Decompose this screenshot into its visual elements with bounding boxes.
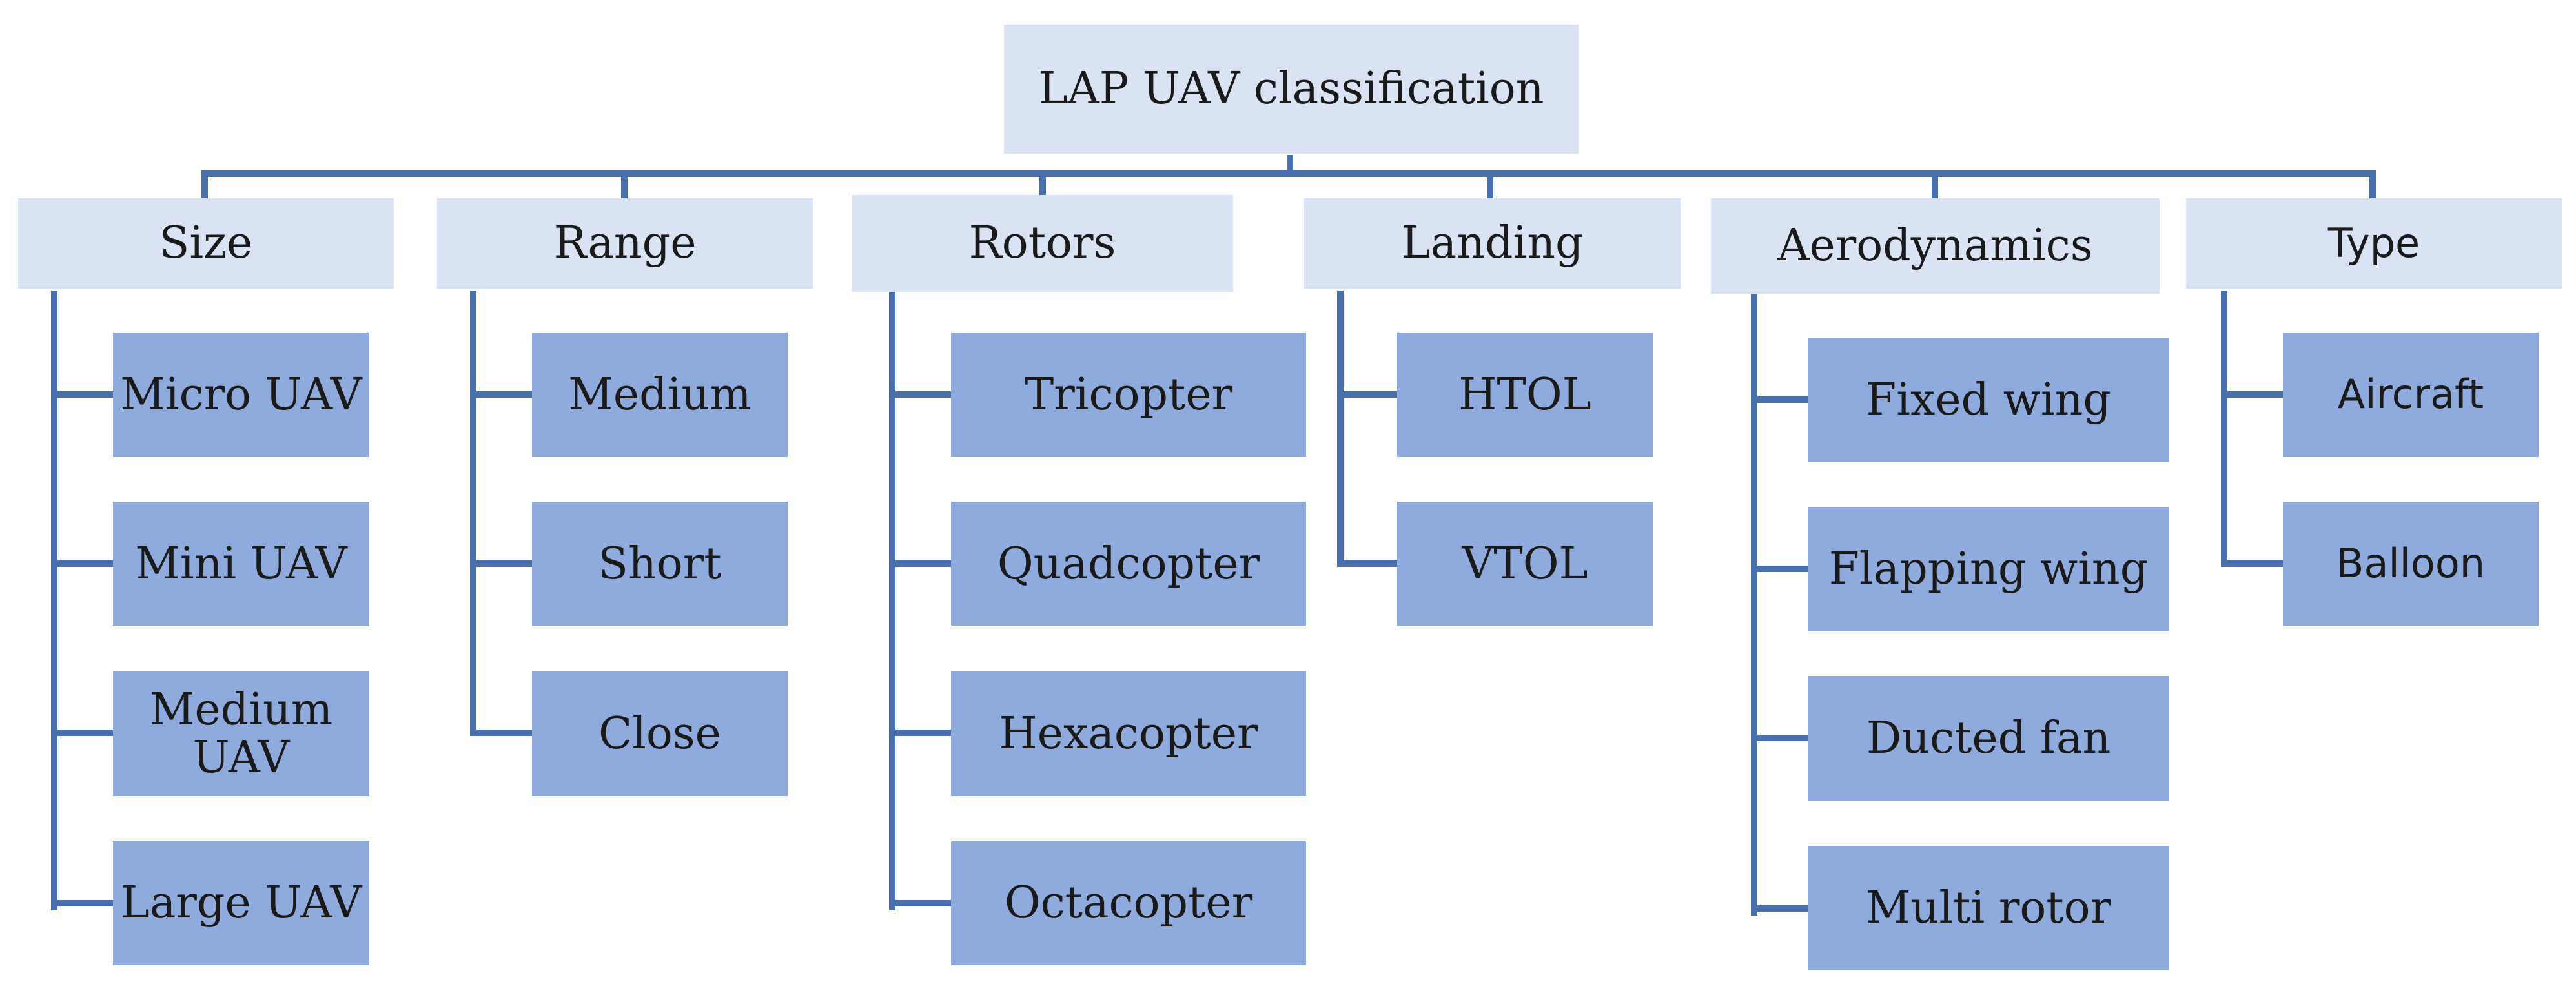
category-landing: Landing bbox=[1304, 198, 1681, 289]
rotors-branch-line bbox=[889, 291, 895, 910]
leaf-aerodynamics-ducted-fan: Ducted fan bbox=[1808, 676, 2169, 801]
aerodynamics-branch-line bbox=[1751, 294, 1757, 916]
leaf-landing-vtol: VTOL bbox=[1397, 502, 1653, 626]
category-label: Rotors bbox=[968, 218, 1116, 269]
type-branch-line bbox=[2221, 291, 2227, 567]
leaf-range-medium: Medium bbox=[532, 333, 788, 457]
leaf-range-short: Short bbox=[532, 502, 788, 626]
root-connector bbox=[1287, 155, 1293, 177]
category-label: Landing bbox=[1401, 218, 1584, 269]
category-label: Aerodynamics bbox=[1777, 220, 2093, 272]
leaf-label: Octacopter bbox=[1004, 877, 1253, 928]
leaf-size-micro-uav: Micro UAV bbox=[113, 333, 369, 457]
leaf-label: HTOL bbox=[1458, 369, 1591, 420]
leaf-type-aircraft: Aircraft bbox=[2283, 333, 2539, 457]
landing-leaf-connector bbox=[1337, 560, 1399, 567]
leaf-size-large-uav: Large UAV bbox=[113, 841, 369, 965]
leaf-label: Mini UAV bbox=[135, 538, 347, 589]
leaf-rotors-octacopter: Octacopter bbox=[951, 841, 1306, 965]
leaf-label: Short bbox=[598, 538, 722, 589]
leaf-label: Tricopter bbox=[1024, 369, 1233, 420]
leaf-type-balloon: Balloon bbox=[2283, 502, 2539, 626]
leaf-label: Balloon bbox=[2336, 540, 2486, 588]
category-drop-line bbox=[2369, 170, 2376, 200]
root-node: LAP UAV classification bbox=[1004, 25, 1579, 154]
leaf-label: Large UAV bbox=[120, 877, 362, 928]
leaf-label: Ducted fan bbox=[1866, 712, 2111, 764]
leaf-label: Flapping wing bbox=[1828, 543, 2149, 595]
leaf-aerodynamics-multi-rotor: Multi rotor bbox=[1808, 846, 2169, 970]
aerodynamics-leaf-connector bbox=[1751, 905, 1813, 912]
rotors-leaf-connector bbox=[889, 730, 951, 736]
category-drop-line bbox=[1932, 170, 1938, 200]
leaf-aerodynamics-flapping-wing: Flapping wing bbox=[1808, 507, 2169, 631]
range-leaf-connector bbox=[470, 560, 532, 567]
size-branch-line bbox=[51, 291, 57, 910]
rotors-leaf-connector bbox=[889, 900, 951, 906]
category-drop-line bbox=[1039, 170, 1046, 200]
leaf-label: Medium UAV bbox=[149, 684, 333, 783]
type-leaf-connector bbox=[2221, 560, 2283, 567]
category-bus-line bbox=[201, 170, 2376, 177]
leaf-label: Fixed wing bbox=[1866, 374, 2111, 425]
category-size: Size bbox=[18, 198, 394, 289]
category-range: Range bbox=[437, 198, 813, 289]
rotors-leaf-connector bbox=[889, 391, 951, 398]
leaf-label: Micro UAV bbox=[120, 369, 362, 420]
leaf-size-mini-uav: Mini UAV bbox=[113, 502, 369, 626]
leaf-rotors-hexacopter: Hexacopter bbox=[951, 671, 1306, 796]
size-leaf-connector bbox=[51, 391, 113, 398]
leaf-label: Close bbox=[598, 708, 721, 759]
rotors-leaf-connector bbox=[889, 560, 951, 567]
leaf-range-close: Close bbox=[532, 671, 788, 796]
leaf-label: VTOL bbox=[1462, 538, 1588, 589]
range-branch-line bbox=[470, 291, 476, 736]
leaf-label: Aircraft bbox=[2337, 371, 2484, 418]
category-drop-line bbox=[201, 170, 208, 200]
leaf-label: Quadcopter bbox=[997, 538, 1260, 589]
size-leaf-connector bbox=[51, 730, 113, 736]
landing-branch-line bbox=[1337, 291, 1344, 567]
category-label: Type bbox=[2327, 219, 2420, 267]
size-leaf-connector bbox=[51, 560, 113, 567]
category-label: Range bbox=[553, 218, 697, 269]
leaf-rotors-tricopter: Tricopter bbox=[951, 333, 1306, 457]
leaf-size-medium-uav: Medium UAV bbox=[113, 671, 369, 796]
leaf-landing-htol: HTOL bbox=[1397, 333, 1653, 457]
leaf-label: Multi rotor bbox=[1865, 882, 2112, 934]
range-leaf-connector bbox=[470, 391, 532, 398]
aerodynamics-leaf-connector bbox=[1751, 396, 1813, 403]
range-leaf-connector bbox=[470, 730, 532, 736]
leaf-label: Hexacopter bbox=[999, 708, 1258, 759]
leaf-aerodynamics-fixed-wing: Fixed wing bbox=[1808, 338, 2169, 462]
size-leaf-connector bbox=[51, 900, 113, 906]
category-aerodynamics: Aerodynamics bbox=[1711, 198, 2160, 294]
landing-leaf-connector bbox=[1337, 391, 1399, 398]
category-drop-line bbox=[1487, 170, 1493, 200]
category-rotors: Rotors bbox=[852, 195, 1233, 292]
type-leaf-connector bbox=[2221, 391, 2283, 398]
category-type: Type bbox=[2186, 198, 2562, 289]
aerodynamics-leaf-connector bbox=[1751, 735, 1813, 741]
category-label: Size bbox=[159, 218, 253, 269]
leaf-label: Medium bbox=[568, 369, 751, 420]
leaf-rotors-quadcopter: Quadcopter bbox=[951, 502, 1306, 626]
root-label: LAP UAV classification bbox=[1038, 63, 1544, 115]
category-drop-line bbox=[621, 170, 628, 200]
aerodynamics-leaf-connector bbox=[1751, 566, 1813, 572]
